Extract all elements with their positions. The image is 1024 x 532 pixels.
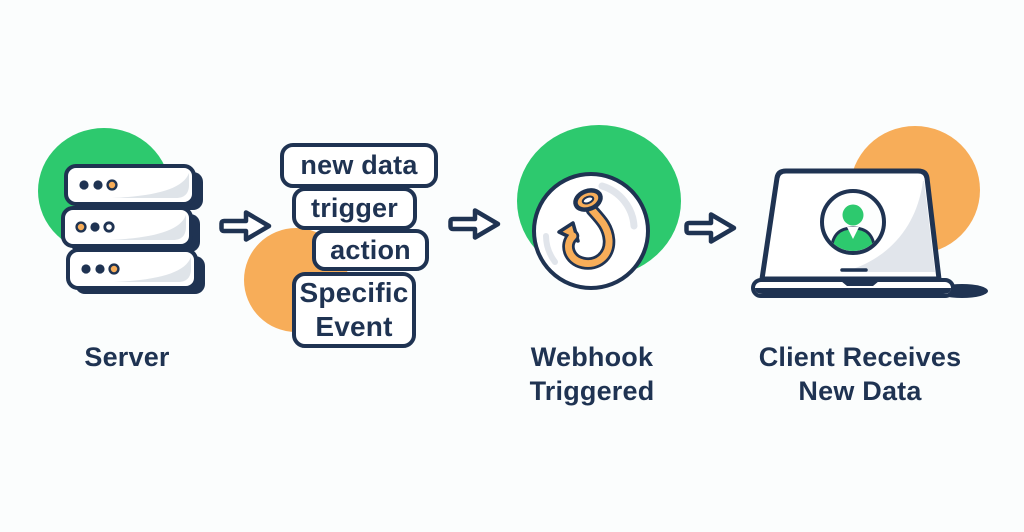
right-arrow-icon [219,210,272,242]
right-arrow-icon [448,208,501,240]
server-stack-icon [61,164,205,294]
server-label: Server [84,342,170,372]
right-arrow-icon [684,212,737,244]
client-label: Client Receives New Data [758,342,962,406]
event-tag-action: action [312,229,429,271]
webhook-badge [532,172,650,290]
event-tag-new-data: new data [280,143,438,188]
laptop-user-icon [751,168,988,298]
webhook-label: Webhook Triggered [529,342,655,406]
fish-hook-icon [543,182,638,270]
event-tag-trigger: trigger [292,187,417,230]
event-tag-specific-event: Specific Event [292,272,416,348]
